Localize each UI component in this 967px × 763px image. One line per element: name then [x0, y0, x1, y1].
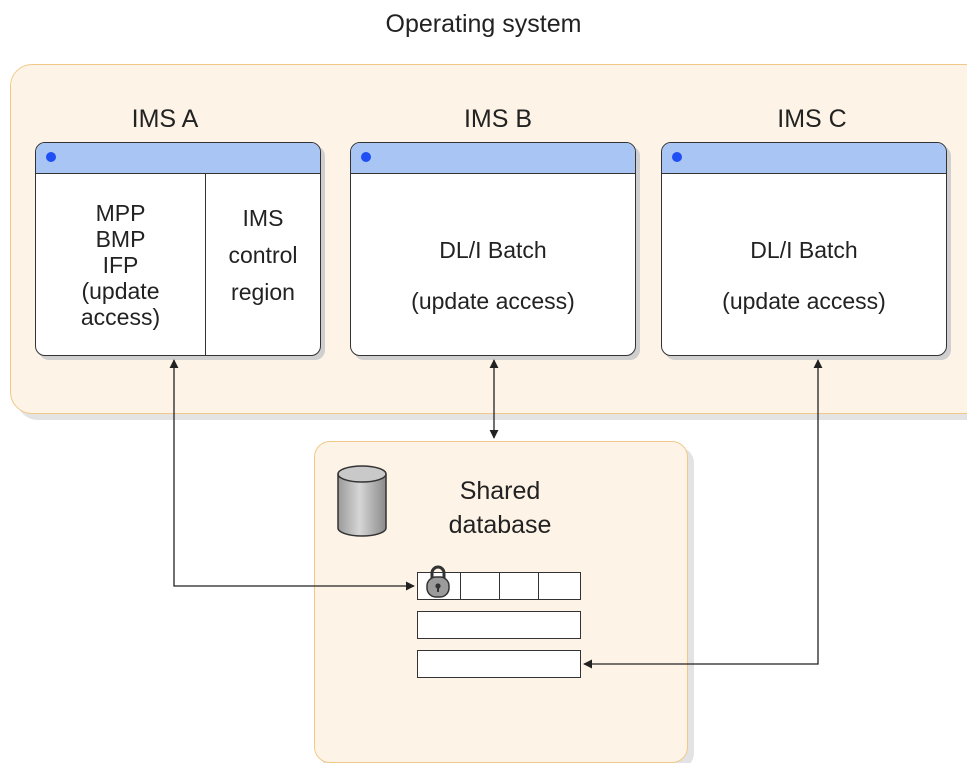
ims-c-title-bar — [662, 143, 946, 174]
record-segment — [418, 573, 461, 599]
ims-b-label: IMS B — [463, 105, 533, 133]
ims-c-to-record-arrow — [583, 359, 823, 669]
ims-b-title-bar — [351, 143, 635, 174]
shared-database-title: Shared database — [420, 474, 580, 542]
ims-a-window: MPP BMP IFP (update access) IMS control … — [35, 142, 321, 356]
window-dot-icon — [46, 152, 56, 162]
region-ifp: IFP — [102, 251, 139, 278]
record-segment — [499, 573, 539, 599]
ims-a-label: IMS A — [131, 105, 199, 133]
shared-database-title-line1: Shared — [459, 477, 541, 505]
ims-a-to-record-arrow — [169, 359, 415, 591]
control-region-line1: IMS — [242, 205, 284, 231]
ims-a-regions: MPP BMP IFP (update access) — [36, 174, 206, 355]
record-segment — [460, 573, 500, 599]
shared-database-title-line2: database — [448, 511, 552, 539]
region-note-line2: access) — [80, 303, 161, 330]
ims-c-label: IMS C — [777, 105, 847, 133]
ims-c-body: DL/I Batch (update access) — [662, 174, 946, 355]
ims-b-access-label: (update access) — [411, 288, 575, 314]
database-record — [417, 611, 581, 639]
lock-icon — [426, 565, 450, 598]
diagram-title: Operating system — [385, 10, 582, 38]
ims-control-region: IMS control region — [206, 174, 320, 355]
ims-c-access-label: (update access) — [722, 288, 886, 314]
window-dot-icon — [672, 152, 682, 162]
region-note-line1: (update — [81, 277, 160, 304]
ims-b-window: DL/I Batch (update access) — [350, 142, 636, 356]
ims-c-window: DL/I Batch (update access) — [661, 142, 947, 356]
region-bmp: BMP — [95, 225, 146, 252]
control-region-line3: region — [231, 279, 295, 305]
database-record — [417, 650, 581, 678]
ims-b-body: DL/I Batch (update access) — [351, 174, 635, 355]
control-region-line2: control — [228, 242, 298, 268]
ims-b-batch-label: DL/I Batch — [439, 237, 547, 263]
ims-c-batch-label: DL/I Batch — [750, 237, 858, 263]
connector-arrows — [169, 359, 823, 669]
ims-a-title-bar — [36, 143, 320, 174]
region-mpp: MPP — [95, 199, 146, 226]
window-dot-icon — [361, 152, 371, 162]
